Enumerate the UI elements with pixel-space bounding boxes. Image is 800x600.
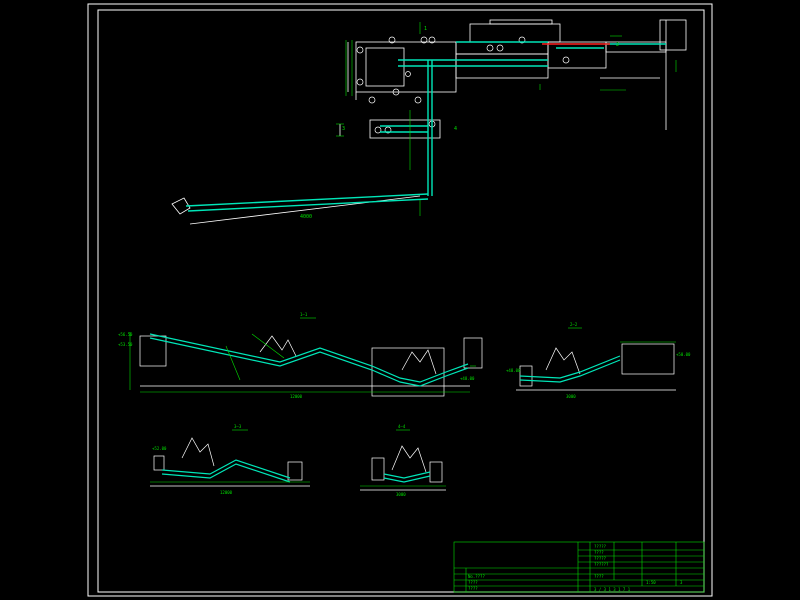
section-2-2-level-left: +48.00 bbox=[506, 368, 521, 373]
section-3-3-dim: 12000 bbox=[220, 490, 233, 495]
title-block-drawing-no: 3 / 3 1 3 1 7 1 bbox=[594, 587, 631, 592]
title-block-scale: 1:50 bbox=[646, 580, 656, 585]
plan-dimension: 4000 bbox=[300, 214, 312, 220]
section-mark-2: 2 bbox=[616, 42, 619, 48]
section-mark-1: 1 bbox=[424, 26, 427, 32]
level-left-2: +53.50 bbox=[118, 342, 133, 347]
title-block-row-4: ?????? bbox=[594, 562, 609, 567]
section-mark-4: 4 bbox=[454, 126, 457, 132]
title-block-cell-3: ???? bbox=[468, 586, 478, 591]
title-block-cell-1: No.???? bbox=[468, 574, 485, 579]
sheet-frame bbox=[87, 3, 713, 597]
section-2-2-dim: 3000 bbox=[566, 394, 576, 399]
title-block-cell-2: ???? bbox=[468, 580, 478, 585]
level-left-1: +56.50 bbox=[118, 332, 133, 337]
title-block-row-2: ???? bbox=[594, 550, 604, 555]
title-block-row-5: ???? bbox=[594, 574, 604, 579]
section-2-2-level-right: +50.00 bbox=[676, 352, 691, 357]
section-3-3-title: 3—3 bbox=[234, 424, 242, 429]
section-1-1-title: 1—1 bbox=[300, 312, 308, 317]
section-2-2-title: 2—2 bbox=[570, 322, 578, 327]
section-mark-3: 3 bbox=[342, 126, 345, 132]
section-4-4-dim: 3000 bbox=[396, 492, 406, 497]
section-4-4-title: 4—4 bbox=[398, 424, 406, 429]
section-1-1: 1—1 +56.50 +53.50 12000 +48.00 bbox=[118, 312, 483, 399]
plan-view: 1 2 3 4 4000 bbox=[171, 19, 687, 225]
section-4-4: 4—4 3000 bbox=[360, 424, 446, 497]
section-3-3: 3—3 +52.00 12000 bbox=[150, 424, 310, 495]
title-block-row-1: ????? bbox=[594, 544, 607, 549]
title-block-sheet-no: 3 bbox=[680, 580, 683, 585]
section-3-3-level: +52.00 bbox=[152, 446, 167, 451]
section-1-1-total-dim: 12000 bbox=[290, 394, 303, 399]
title-block-row-3: ????? bbox=[594, 556, 607, 561]
title-block: No.???? ???? ???? ????? ???? ????? ?????… bbox=[453, 541, 705, 593]
section-2-2: 2—2 +50.00 +48.00 3000 bbox=[506, 322, 691, 399]
level-right: +48.00 bbox=[460, 376, 475, 381]
